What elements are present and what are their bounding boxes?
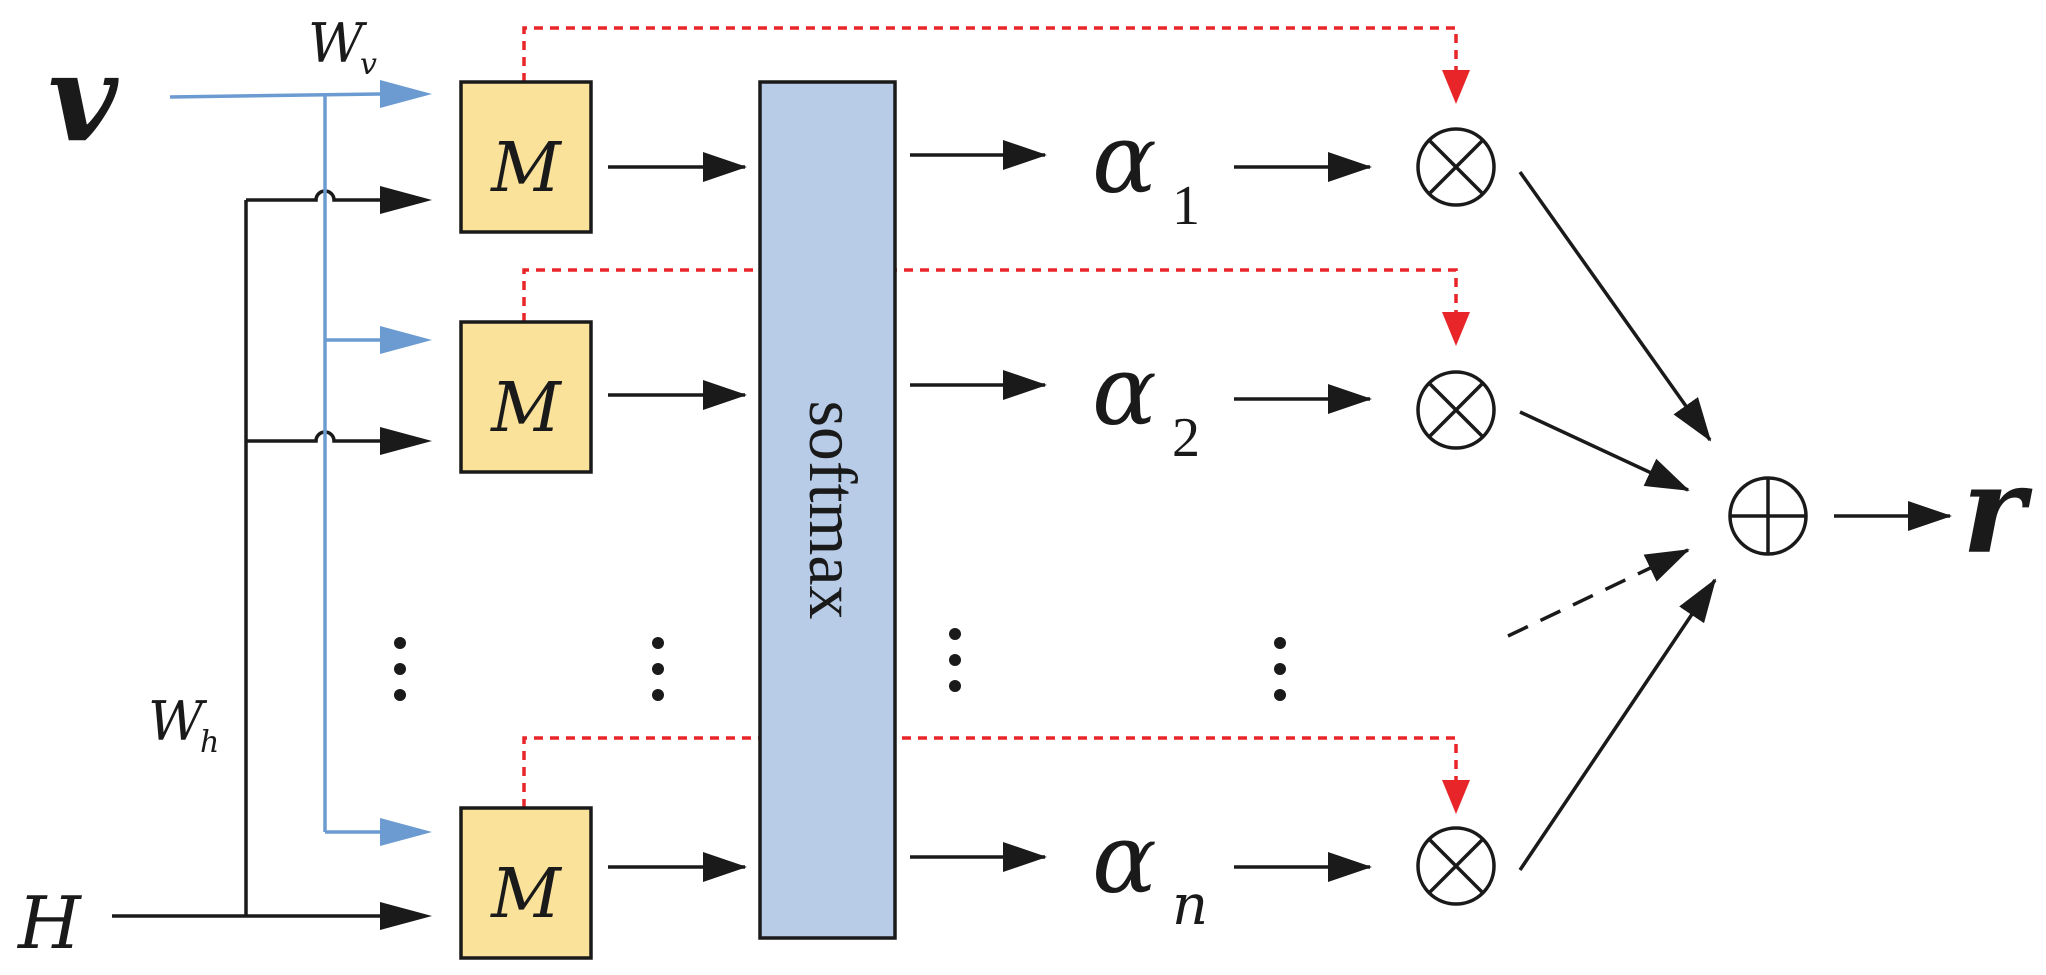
h-arrowheads [380, 186, 432, 930]
v-bus [169, 92, 381, 834]
m-label: M [489, 369, 563, 448]
input-v-label: v [48, 28, 119, 169]
alpha-sub: 1 [1172, 175, 1200, 237]
softmax-block: softmax [758, 80, 897, 940]
ellipsis-col-3 [949, 628, 961, 692]
m-block-row-1: M [459, 80, 593, 234]
m-block-row-n: M [459, 806, 593, 960]
m-block-row-2: M [459, 320, 593, 474]
otimes-row-1 [1416, 127, 1496, 207]
v-arrowhead-n [380, 818, 432, 846]
otimes-row-2 [1416, 370, 1496, 450]
arrow-otimesn-oplus [1518, 578, 1717, 871]
ellipsis-col-2 [652, 637, 664, 701]
red-link-row-1 [522, 26, 1458, 82]
ellipsis-col-1 [394, 637, 406, 701]
red-arrowhead-1 [1442, 70, 1470, 104]
w-v-label: W v [308, 12, 377, 82]
alpha-main: α [1092, 335, 1157, 447]
otimes-row-n [1416, 826, 1496, 906]
w-h-main: W [148, 690, 208, 753]
ellipsis-col-4 [1274, 637, 1286, 701]
red-arrowhead-2 [1442, 312, 1470, 346]
w-v-main: W [308, 12, 368, 75]
alpha-main: α [1092, 103, 1157, 215]
v-arrowhead-1 [380, 80, 432, 108]
red-arrowheads [1442, 70, 1470, 814]
input-h-label: H [16, 881, 82, 965]
v-arrowheads [380, 80, 432, 846]
h-arrowhead-2 [380, 427, 432, 455]
h-branch-row-2 [246, 430, 380, 443]
alpha-1-label: α 1 [1092, 103, 1200, 237]
flow-arrows [608, 140, 1952, 882]
alpha-sub: n [1172, 873, 1208, 938]
h-arrowhead-n [380, 902, 432, 930]
m-label: M [489, 855, 563, 934]
w-h-label: W h [148, 690, 219, 760]
oplus [1728, 476, 1808, 556]
w-h-sub: h [200, 725, 219, 760]
arrow-dashed-ellipsis-oplus [1507, 548, 1690, 638]
alpha-2-label: α 2 [1092, 335, 1200, 469]
ellipsis-dots [394, 628, 1286, 701]
w-v-sub: v [360, 47, 377, 82]
v-input-line [169, 92, 381, 99]
red-dashed-links [522, 26, 1458, 808]
m-label: M [489, 129, 563, 208]
arrow-otimes2-oplus [1519, 410, 1690, 492]
softmax-label: softmax [795, 400, 871, 619]
alpha-n-label: α n [1092, 803, 1208, 938]
red-link-row-n [522, 736, 1458, 808]
v-arrowhead-2 [380, 326, 432, 354]
alpha-main: α [1092, 803, 1157, 915]
h-bus [112, 189, 380, 918]
arrow-otimes1-oplus [1518, 170, 1712, 442]
h-arrowhead-1 [380, 186, 432, 214]
alpha-sub: 2 [1172, 407, 1200, 469]
h-branch-row-1 [246, 189, 380, 202]
red-arrowhead-n [1442, 780, 1470, 814]
red-link-row-2 [522, 268, 1458, 322]
output-r-label: r [1962, 440, 2033, 581]
